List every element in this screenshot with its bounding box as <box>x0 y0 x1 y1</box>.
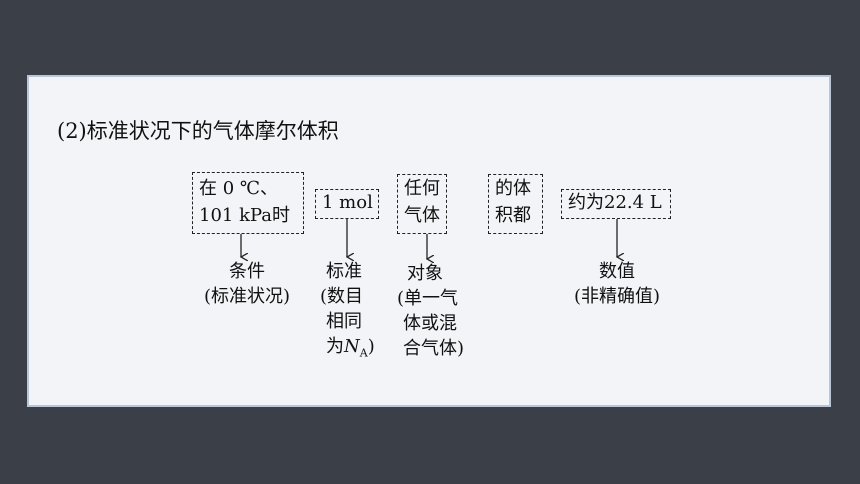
amount-note-tail: ) <box>367 336 375 357</box>
volume-box: 的体 积都 <box>488 174 543 234</box>
amount-line: 1 mol <box>322 192 373 213</box>
amount-note-line-1: 标准 <box>326 261 362 282</box>
object-note-line-4: 合气体) <box>403 338 465 359</box>
condition-box: 在 0 ℃、 101 kPa时 <box>192 172 304 234</box>
value-note-line-1: 数值 <box>599 261 635 282</box>
amount-note: 标准 (数目 相同 为NA) <box>320 259 375 366</box>
condition-note-line-1: 条件 <box>229 261 265 282</box>
object-note-line-1: 对象 <box>407 263 443 284</box>
volume-line-2: 积都 <box>495 205 531 226</box>
condition-line-2: 101 kPa时 <box>199 205 291 226</box>
object-line-1: 任何 <box>404 178 440 199</box>
amount-note-line-4: 为NA) <box>320 334 375 366</box>
condition-note: 条件 (标准状况) <box>192 259 302 309</box>
object-line-2: 气体 <box>404 205 440 226</box>
object-note-line-2: (单一气 <box>397 288 459 309</box>
value-note: 数值 (非精确值) <box>554 259 680 309</box>
amount-note-line-2: (数目 <box>320 286 364 307</box>
condition-note-line-2: (标准状况) <box>203 286 291 307</box>
amount-note-line-3: 相同 <box>326 311 362 332</box>
slide-panel: (2)标准状况下的气体摩尔体积 在 0 ℃、 101 kPa时 1 mol 任何… <box>27 75 831 407</box>
amount-box: 1 mol <box>315 189 379 219</box>
avogadro-symbol: N <box>344 336 360 357</box>
volume-line-1: 的体 <box>495 178 531 199</box>
value-note-line-2: (非精确值) <box>573 286 661 307</box>
arrows <box>29 219 829 407</box>
object-note: 对象 (单一气 体或混 合气体) <box>397 261 464 361</box>
value-box: 约为22.4 L <box>561 189 671 219</box>
value-line: 约为22.4 L <box>568 192 662 213</box>
object-box: 任何 气体 <box>397 174 447 234</box>
object-note-line-3: 体或混 <box>403 313 457 334</box>
condition-line-1: 在 0 ℃、 <box>199 178 279 199</box>
section-title: (2)标准状况下的气体摩尔体积 <box>57 119 339 143</box>
avogadro-subscript: A <box>359 346 368 360</box>
amount-note-prefix: 为 <box>326 336 344 357</box>
